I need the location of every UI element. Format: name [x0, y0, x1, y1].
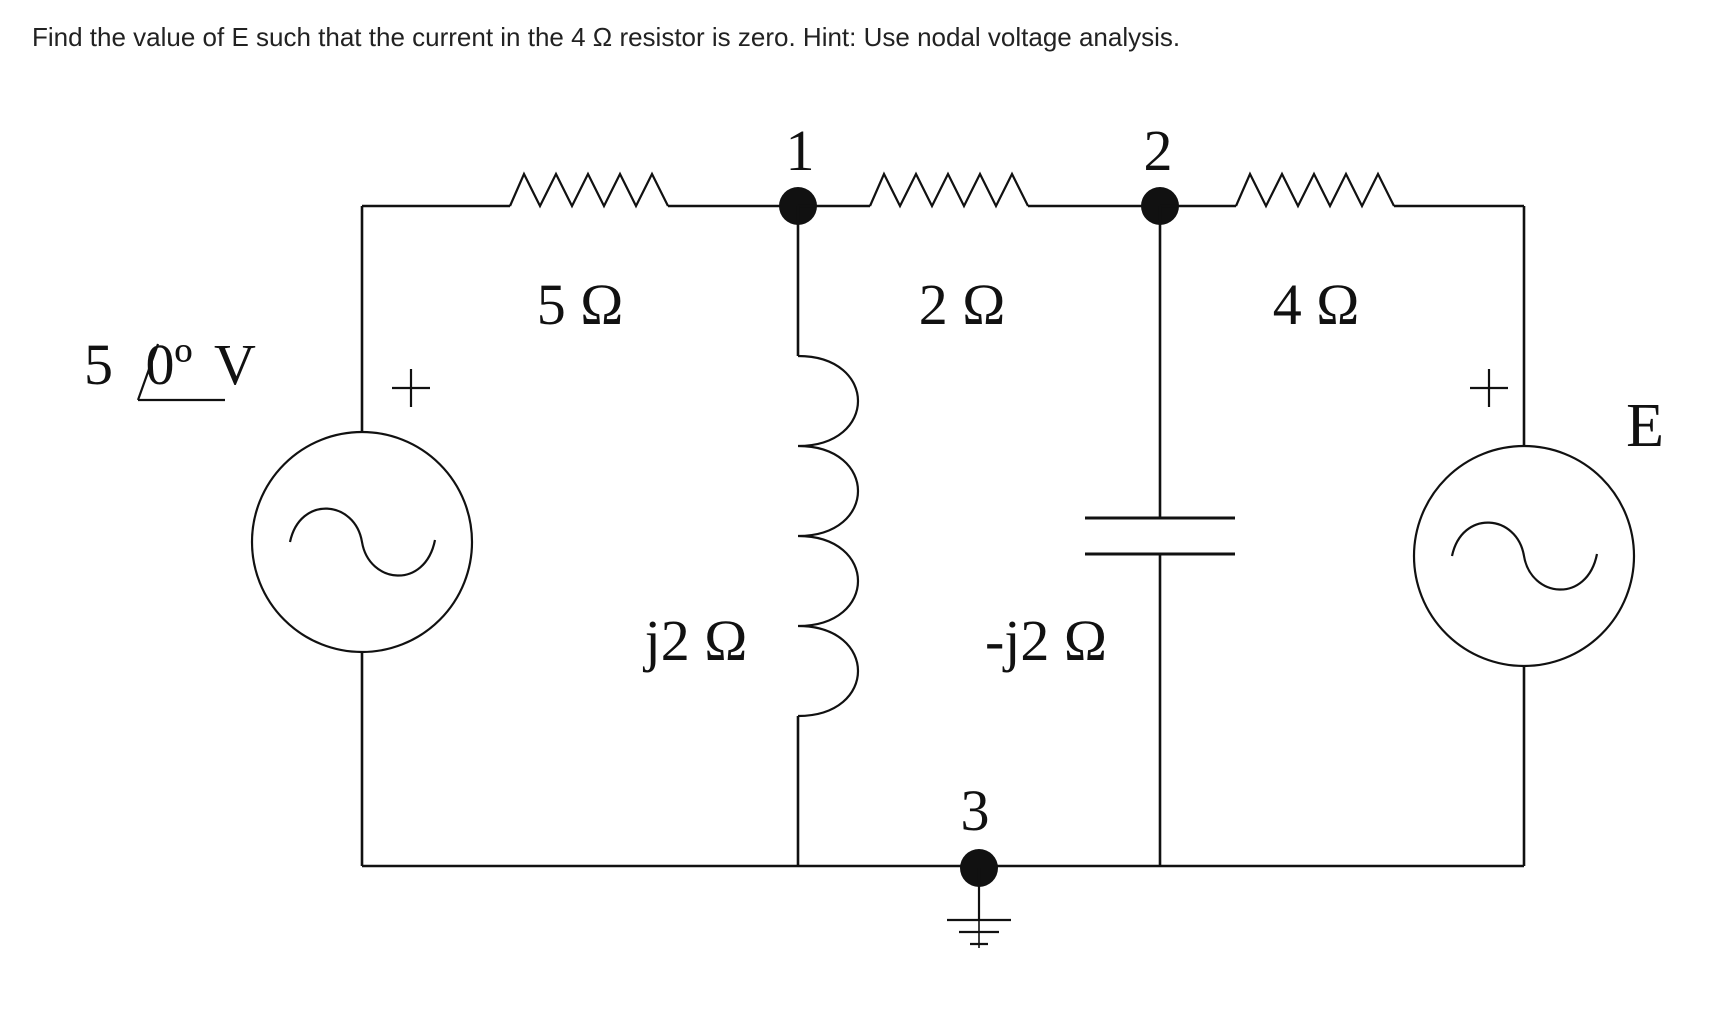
node-2-label: 2: [1144, 118, 1173, 183]
angle-symbol-slash: [136, 343, 160, 401]
left-source-angle: 0º: [146, 332, 193, 397]
left-source-label: 5 0º V: [84, 332, 256, 397]
left-source-magnitude: 5: [84, 332, 113, 397]
capacitor-label: -j2 Ω: [985, 608, 1107, 673]
right-source-label: E: [1626, 392, 1664, 460]
resistor-2-ohm: [868, 171, 1029, 209]
resistor-4-label: 4 Ω: [1273, 272, 1360, 337]
resistor-5-label: 5 Ω: [537, 272, 624, 337]
resistor-5-ohm: [508, 171, 669, 209]
resistor-2-label: 2 Ω: [919, 272, 1006, 337]
inductor-coil: [797, 354, 860, 718]
node-3-label: 3: [961, 778, 990, 843]
left-ac-source-circle: [250, 430, 474, 654]
node-1-label: 1: [786, 118, 815, 183]
left-source-unit: V: [214, 332, 256, 397]
left-ac-sine-icon: [288, 507, 437, 577]
right-ac-sine-icon: [1450, 521, 1599, 591]
inductor-label: j2 Ω: [643, 608, 748, 673]
resistor-4-ohm: [1234, 171, 1395, 209]
question-text: Find the value of E such that the curren…: [32, 22, 1181, 52]
